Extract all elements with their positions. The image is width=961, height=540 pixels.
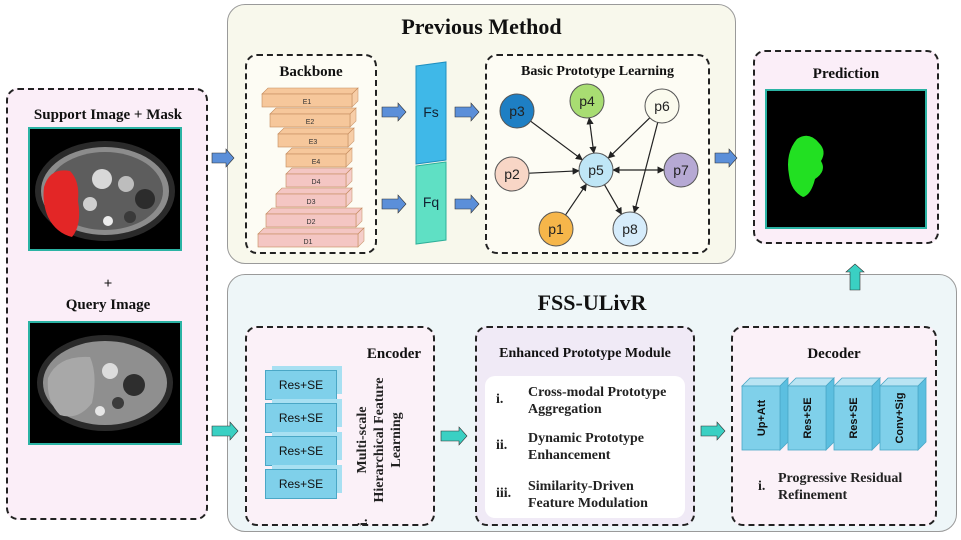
- node-p7: p7: [663, 152, 699, 188]
- encoder-block-2: Res+SE: [265, 403, 337, 433]
- backbone-layer-label: E1: [303, 99, 312, 106]
- backbone-layer-e4: E4: [285, 147, 353, 168]
- node-p3: p3: [499, 93, 535, 129]
- decoder-block-label: Res+SE: [848, 397, 860, 438]
- encoder-block-4: Res+SE: [265, 469, 337, 499]
- epm-item-text-1: Cross-modal Prototype Aggregation: [528, 385, 667, 417]
- fs-block: [415, 61, 447, 165]
- backbone-layer-d1: D1: [257, 227, 365, 248]
- query-title: Query Image: [65, 297, 151, 313]
- edge-p4-p5: [586, 117, 597, 154]
- decoder-block-1: Up+Att: [741, 377, 789, 451]
- edge-p1-p5: [565, 183, 587, 216]
- support-image: [28, 127, 182, 251]
- backbone-layer-d4: D4: [285, 167, 353, 188]
- decoder-block-3: Res+SE: [833, 377, 881, 451]
- decoder-block-2: Res+SE: [787, 377, 835, 451]
- node-p6: p6: [644, 88, 680, 124]
- node-p5: p5: [578, 152, 614, 188]
- edge-p5-p8: [603, 184, 623, 215]
- liver-mask: [43, 170, 80, 237]
- prediction-title: Prediction: [812, 66, 880, 82]
- arrow-encoder-to-epm: [440, 426, 468, 446]
- backbone-layer-d3: D3: [275, 187, 353, 208]
- node-p2: p2: [494, 156, 530, 192]
- epm-item-num-1: i.: [496, 392, 504, 407]
- fs-label: Fs: [423, 104, 439, 120]
- node-p8: p8: [612, 211, 648, 247]
- epm-item-text-2: Dynamic Prototype Enhancement: [528, 431, 644, 463]
- arrow-input-to-previous: [211, 148, 235, 168]
- arrow-fq-to-prototype: [454, 194, 480, 214]
- node-label: p3: [509, 103, 525, 119]
- node-label: p8: [622, 221, 638, 237]
- node-label: p7: [673, 162, 689, 178]
- backbone-layer-label: D3: [307, 199, 316, 206]
- decoder-title: Decoder: [807, 346, 861, 362]
- node-p4: p4: [569, 83, 605, 119]
- node-label: p4: [579, 93, 595, 109]
- decoder-block-label: Up+Att: [756, 399, 768, 436]
- node-p1: p1: [538, 211, 574, 247]
- backbone-layer-e2: E2: [269, 107, 357, 128]
- arrow-epm-to-decoder: [700, 421, 726, 441]
- arrow-backbone-to-fq: [381, 194, 407, 214]
- edge-p6-p8: [632, 122, 659, 214]
- node-label: p6: [654, 98, 670, 114]
- backbone-layer-label: E4: [312, 159, 321, 166]
- edge-p3-p5: [530, 120, 583, 161]
- backbone-layer-e1: E1: [261, 87, 359, 108]
- backbone-layer-label: D2: [307, 219, 316, 226]
- arrow-fs-to-prototype: [454, 102, 480, 122]
- decoder-block-label: Conv+Sig: [894, 392, 906, 443]
- decoder-item-num: i.: [758, 479, 766, 494]
- encoder-title: Encoder: [366, 346, 422, 362]
- prediction-image: [765, 89, 927, 229]
- prototype-title: Basic Prototype Learning: [521, 64, 674, 79]
- backbone-layer-label: D1: [304, 239, 313, 246]
- fq-block: [415, 161, 447, 245]
- fq-label: Fq: [422, 194, 440, 210]
- query-image: [28, 321, 182, 445]
- arrow-fss-to-prediction: [845, 263, 865, 291]
- epm-item-text-3: Similarity-Driven Feature Modulation: [528, 479, 648, 511]
- decoder-blocks: Up+Att Res+SE Res+SE Conv+Sig: [741, 377, 927, 451]
- decoder-block-label: Res+SE: [802, 397, 814, 438]
- plus-sign: +: [103, 276, 113, 292]
- backbone-layer-e3: E3: [277, 127, 355, 148]
- decoder-block-4: Conv+Sig: [879, 377, 927, 451]
- node-label: p5: [588, 162, 604, 178]
- encoder-block-1: Res+SE: [265, 370, 337, 400]
- epm-item-num-3: iii.: [496, 486, 512, 501]
- decoder-item-text: Progressive Residual Refinement: [778, 471, 903, 503]
- encoder-block-3: Res+SE: [265, 436, 337, 466]
- backbone-layer-d2: D2: [265, 207, 363, 228]
- backbone-layer-label: E2: [306, 119, 315, 126]
- prediction-mask: [788, 135, 824, 197]
- node-label: p2: [504, 166, 520, 182]
- backbone-layer-label: E3: [309, 139, 318, 146]
- support-title: Support Image + Mask: [33, 107, 183, 123]
- edge-p2-p5: [528, 167, 580, 175]
- epm-item-num-2: ii.: [496, 438, 508, 453]
- edge-p6-p5: [607, 117, 651, 159]
- epm-title: Enhanced Prototype Module: [499, 346, 671, 361]
- epm-list: [485, 376, 685, 518]
- backbone-title: Backbone: [279, 64, 343, 80]
- arrow-input-to-encoder: [211, 421, 239, 441]
- fss-ulivr-title: FSS-ULivR: [537, 290, 647, 315]
- arrow-previous-to-prediction: [714, 148, 738, 168]
- previous-method-title: Previous Method: [401, 14, 562, 39]
- backbone-layer-label: D4: [312, 179, 321, 186]
- arrow-backbone-to-fs: [381, 102, 407, 122]
- node-label: p1: [548, 221, 564, 237]
